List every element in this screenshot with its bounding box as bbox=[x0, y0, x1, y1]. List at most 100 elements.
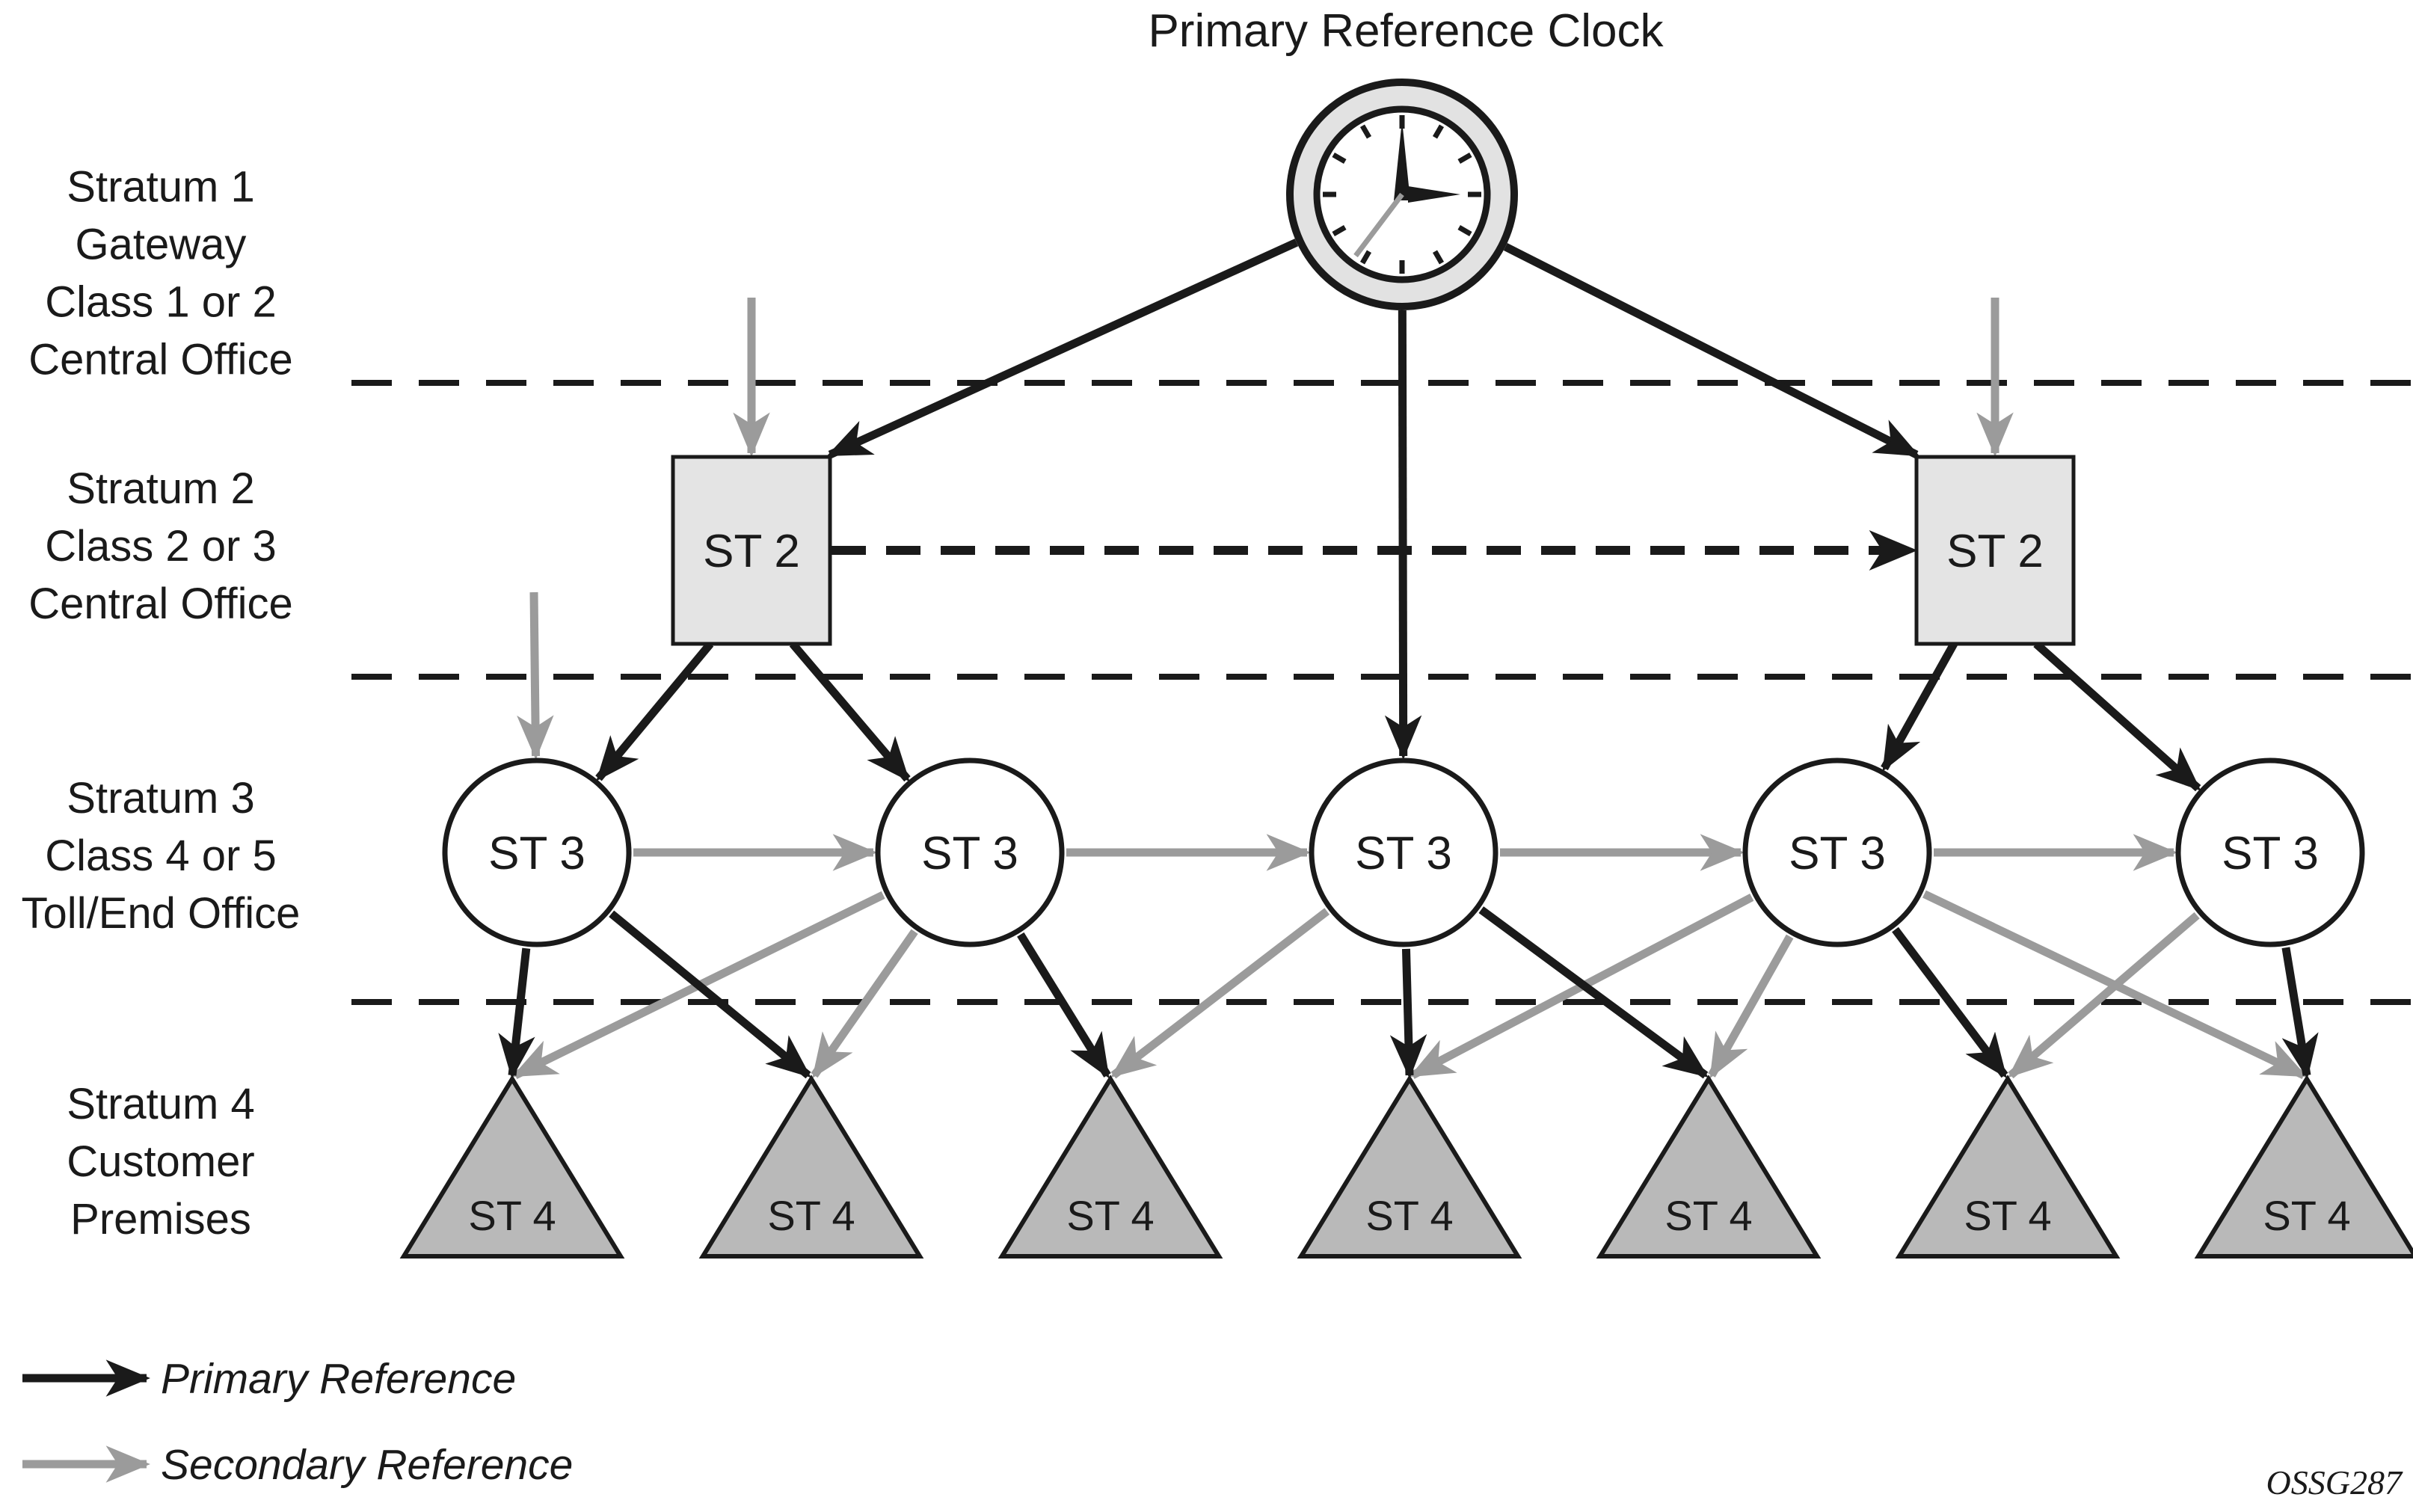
legend-label-primary: Primary Reference bbox=[161, 1355, 516, 1403]
stratum-label-line: Customer bbox=[67, 1137, 254, 1186]
st4-label: ST 4 bbox=[1664, 1192, 1752, 1239]
st4-node: ST 4 bbox=[1297, 1075, 1522, 1259]
st3-node: ST 3 bbox=[442, 757, 632, 947]
primary-reference-clock-icon bbox=[1286, 79, 1518, 310]
st4-label: ST 4 bbox=[468, 1192, 556, 1239]
primary-reference-arrow bbox=[1017, 932, 1111, 1079]
stratum-label-line: Gateway bbox=[76, 221, 247, 269]
stratum-label-line: Class 2 or 3 bbox=[45, 522, 276, 571]
clock-tick bbox=[1359, 250, 1372, 265]
legend-item-primary: Primary Reference bbox=[22, 1355, 516, 1403]
primary-reference-arrow bbox=[1892, 926, 2008, 1078]
st4-label: ST 4 bbox=[1964, 1192, 2051, 1239]
stratum-label: Stratum 3 Class 4 or 5 Toll/End Office bbox=[22, 774, 301, 938]
stratum-label: Stratum 2 Class 2 or 3 Central Office bbox=[28, 464, 293, 628]
st4-label: ST 4 bbox=[2263, 1192, 2350, 1239]
st4-node: ST 4 bbox=[1895, 1075, 2121, 1259]
st3-circle bbox=[442, 757, 632, 947]
st4-label: ST 4 bbox=[1365, 1192, 1453, 1239]
st4-label: ST 4 bbox=[1066, 1192, 1154, 1239]
clock-tick bbox=[1332, 152, 1347, 165]
stratum-label-line: Toll/End Office bbox=[22, 889, 301, 938]
secondary-reference-arrow bbox=[811, 929, 918, 1079]
primary-reference-arrow bbox=[609, 910, 811, 1079]
stratum-label-line: Class 1 or 2 bbox=[45, 278, 276, 327]
st2-label: ST 2 bbox=[703, 526, 800, 577]
st4-triangle bbox=[1596, 1075, 1822, 1259]
clock-tick bbox=[1332, 224, 1347, 237]
diagram-title: Primary Reference Clock bbox=[1148, 5, 1664, 57]
st4-triangle bbox=[998, 1075, 1223, 1259]
clock-tick bbox=[1432, 250, 1445, 265]
st2-box bbox=[1914, 455, 2076, 646]
legend-item-secondary: Secondary Reference bbox=[22, 1441, 573, 1489]
st2-node: ST 2 bbox=[671, 455, 832, 646]
st3-label: ST 3 bbox=[1789, 828, 1886, 879]
primary-reference-arrow bbox=[1384, 310, 1422, 760]
st2-node: ST 2 bbox=[1914, 455, 2076, 646]
st3-circle bbox=[875, 757, 1065, 947]
stratum-label-line: Premises bbox=[70, 1195, 251, 1244]
st3-circle bbox=[1742, 757, 1932, 947]
primary-reference-arrow bbox=[826, 239, 1299, 459]
secondary-reference-arrow bbox=[1922, 890, 2308, 1079]
st3-label: ST 3 bbox=[921, 828, 1018, 879]
st3-label: ST 3 bbox=[2222, 828, 2319, 879]
secondary-reference-arrow bbox=[517, 591, 554, 760]
clock-tick bbox=[1457, 152, 1472, 165]
figure-id: OSSG287 bbox=[2266, 1463, 2403, 1502]
st3-node: ST 3 bbox=[875, 757, 1065, 947]
stratum-label-line: Stratum 2 bbox=[67, 464, 254, 513]
primary-reference-arrow bbox=[595, 641, 714, 781]
stratum-label-line: Stratum 3 bbox=[67, 774, 254, 823]
st4-triangle bbox=[698, 1075, 924, 1259]
clock-second-hand bbox=[1353, 192, 1404, 258]
primary-reference-arrow bbox=[2033, 640, 2201, 792]
st4-triangle bbox=[399, 1075, 625, 1259]
st4-triangle bbox=[1895, 1075, 2121, 1259]
primary-reference-arrow bbox=[789, 641, 911, 782]
st3-node: ST 3 bbox=[1742, 757, 1932, 947]
st3-label: ST 3 bbox=[488, 828, 585, 879]
primary-reference-arrow bbox=[2281, 947, 2319, 1079]
clock-nodes: ST 2 ST 2 ST 3 ST 3 ST 3 ST 3 ST 3 ST 4 ST 4 ST 4… bbox=[399, 79, 2413, 1259]
st3-node: ST 3 bbox=[1309, 757, 1498, 947]
secondary-reference-arrow bbox=[1708, 934, 1794, 1079]
primary-reference-arrow bbox=[1881, 642, 1958, 772]
clock-minute-hand bbox=[1394, 120, 1410, 200]
st4-node: ST 4 bbox=[998, 1075, 1223, 1259]
primary-reference-arrow bbox=[498, 947, 535, 1079]
st4-triangle bbox=[1297, 1075, 1522, 1259]
legend: Primary Reference Secondary Reference bbox=[22, 1355, 573, 1489]
stratum-label-line: Stratum 1 bbox=[67, 163, 254, 212]
stratum-label-line: Stratum 4 bbox=[67, 1080, 254, 1128]
reference-arrows bbox=[498, 239, 2319, 1079]
clock-tick bbox=[1359, 124, 1372, 139]
stratum-label-line: Central Office bbox=[28, 336, 293, 384]
st4-node: ST 4 bbox=[399, 1075, 625, 1259]
primary-reference-arrow bbox=[1478, 906, 1709, 1079]
st3-label: ST 3 bbox=[1355, 828, 1452, 879]
secondary-reference-arrow bbox=[1110, 908, 1330, 1079]
stratum-label-line: Central Office bbox=[28, 580, 293, 628]
primary-reference-arrow bbox=[1503, 243, 1920, 458]
st4-node: ST 4 bbox=[2194, 1075, 2413, 1259]
secondary-reference-arrow bbox=[2008, 912, 2200, 1079]
clock-tick bbox=[1432, 124, 1445, 139]
st2-box bbox=[671, 455, 832, 646]
stratum-label-line: Class 4 or 5 bbox=[45, 832, 276, 880]
st3-circle bbox=[2175, 757, 2365, 947]
primary-reference-arrow bbox=[1389, 948, 1427, 1079]
st4-node: ST 4 bbox=[1596, 1075, 1822, 1259]
clock-tick bbox=[1457, 224, 1472, 237]
st4-triangle bbox=[2194, 1075, 2413, 1259]
st2-label: ST 2 bbox=[1946, 526, 2044, 577]
st4-node: ST 4 bbox=[698, 1075, 924, 1259]
st3-circle bbox=[1309, 757, 1498, 947]
clock-hour-hand bbox=[1408, 186, 1460, 203]
